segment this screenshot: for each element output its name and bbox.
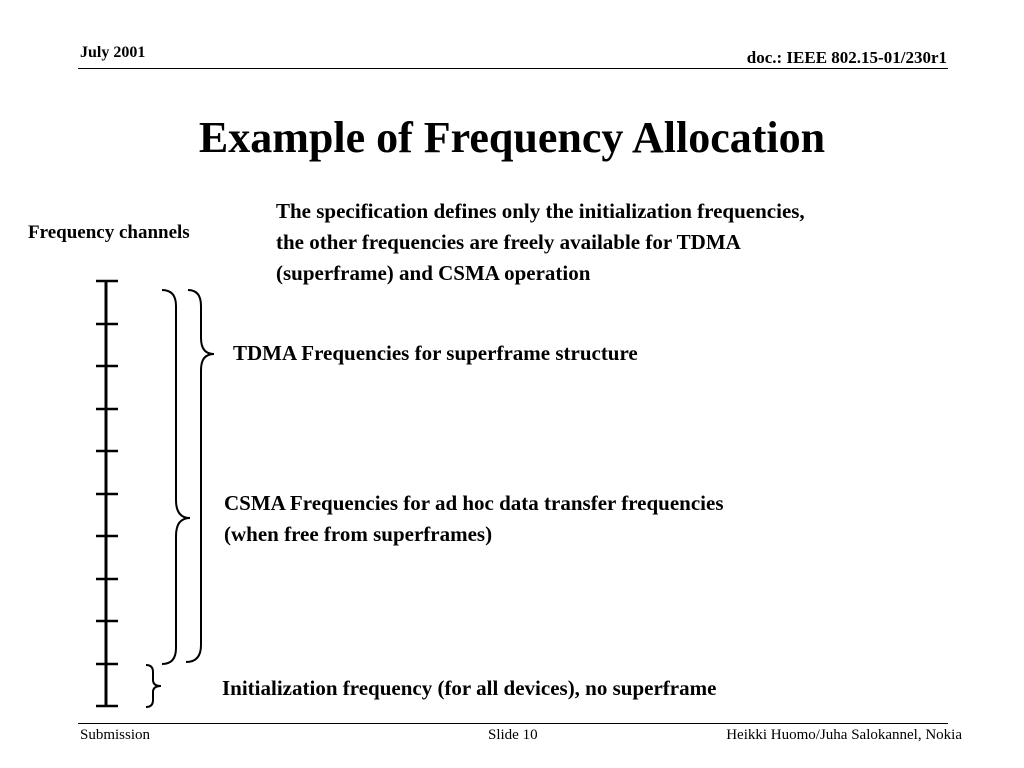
intro-line-2: the other frequencies are freely availab… <box>276 230 741 254</box>
init-brace <box>145 664 162 708</box>
header-date: July 2001 <box>80 44 146 61</box>
footer-authors: Heikki Huomo/Juha Salokannel, Nokia <box>726 727 962 743</box>
tdma-brace <box>185 289 215 663</box>
header-doc-id: doc.: IEEE 802.15-01/230r1 <box>746 48 947 67</box>
footer-divider <box>78 723 948 724</box>
footer-slide-number: Slide 10 <box>488 727 538 743</box>
csma-brace <box>161 289 191 665</box>
intro-text: The specification defines only the initi… <box>276 196 956 289</box>
slide-title: Example of Frequency Allocation <box>198 113 826 162</box>
frequency-channels-label: Frequency channels <box>28 222 190 243</box>
initialization-frequency-label: Initialization frequency (for all device… <box>222 676 717 700</box>
csma-frequencies-label: CSMA Frequencies for ad hoc data transfe… <box>224 488 724 550</box>
channel-ticks <box>96 279 118 708</box>
header-divider <box>78 68 948 69</box>
footer-submission: Submission <box>80 727 151 743</box>
csma-label-line-2: (when free from superframes) <box>224 522 493 546</box>
csma-label-line-1: CSMA Frequencies for ad hoc data transfe… <box>224 491 724 515</box>
intro-line-3: (superframe) and CSMA operation <box>276 261 591 285</box>
intro-line-1: The specification defines only the initi… <box>276 199 805 223</box>
tdma-frequencies-label: TDMA Frequencies for superframe structur… <box>233 341 638 365</box>
